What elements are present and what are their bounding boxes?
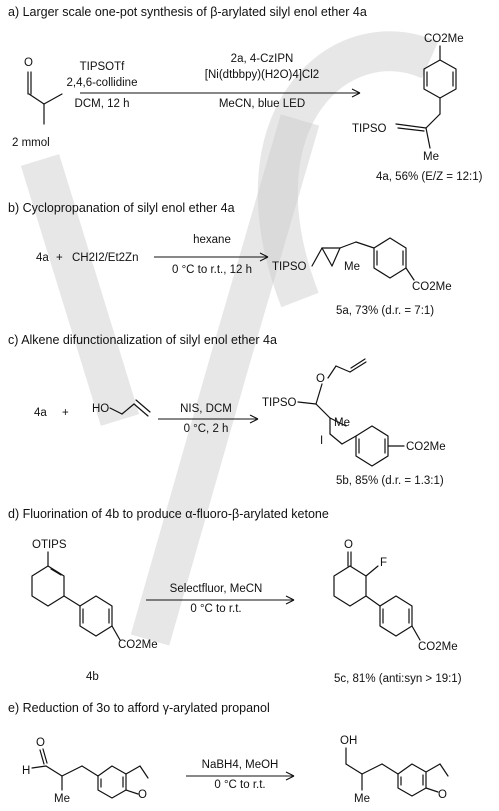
reagent-ch2i2: CH2I2/Et2Zn (72, 252, 138, 264)
co2me-4b: CO2Me (118, 639, 158, 651)
section-e: e) Reduction of 3o to afford γ-arylated … (8, 701, 449, 805)
plus-c: + (62, 407, 69, 419)
section-a-header: a) Larger scale one-pot synthesis of β-a… (8, 5, 367, 19)
co2me-5b: CO2Me (406, 441, 446, 453)
cond-a-2: 2,4,6-collidine (67, 77, 138, 89)
cond-e-top: NaBH4, MeOH (202, 759, 279, 771)
section-b: b) Cyclopropanation of silyl enol ether … (8, 201, 452, 317)
h-aldehyde-3o: H (22, 765, 30, 777)
arrow-b (154, 252, 269, 262)
silyl-enol-ether-4b-structure: OTIPS CO2Me (31, 539, 158, 651)
arrow-c (158, 414, 259, 424)
aldehyde-oxygen: O (24, 57, 33, 69)
tipso-5b: TIPSO (262, 397, 297, 409)
product-4a-label: 4a, 56% (E/Z = 12:1) (376, 171, 483, 183)
propanol-product-structure: OH Me O (340, 735, 449, 805)
o-ketone-5c: O (344, 539, 353, 551)
section-b-header: b) Cyclopropanation of silyl enol ether … (8, 201, 235, 215)
tipso-4a: TIPSO (352, 123, 387, 135)
arrow-d (146, 595, 295, 605)
iodine-5b: I (320, 435, 323, 447)
cond-d-bottom: 0 °C to r.t. (190, 603, 241, 615)
cond-c-bottom: 0 °C, 2 h (184, 423, 229, 435)
section-c-header: c) Alkene difunctionalization of silyl e… (8, 333, 277, 347)
reactant-4a-b: 4a (36, 252, 49, 264)
cond-a-4: 2a, 4-CzIPN (231, 53, 294, 65)
arrow-a (80, 88, 361, 98)
o-furan-3o: O (138, 789, 147, 801)
o-aldehyde-3o: O (36, 737, 45, 749)
fluorine-5c: F (380, 557, 387, 569)
reactant-4a-c: 4a (34, 407, 47, 419)
cond-c-top: NIS, DCM (180, 403, 232, 415)
allyl-alcohol-structure: HO (92, 399, 151, 417)
section-d-header: d) Fluorination of 4b to produce α-fluor… (8, 507, 329, 521)
section-e-header: e) Reduction of 3o to afford γ-arylated … (8, 701, 270, 715)
me-4a: Me (423, 151, 439, 163)
otips-4b: OTIPS (32, 539, 67, 551)
section-a: a) Larger scale one-pot synthesis of β-a… (8, 5, 483, 183)
cond-a-1: TIPSOTf (80, 61, 126, 73)
plus-b: + (56, 252, 63, 264)
cond-b-top: hexane (193, 234, 231, 246)
co2me-5c: CO2Me (418, 641, 458, 653)
cond-b-bottom: 0 °C to r.t., 12 h (172, 264, 252, 276)
tipso-5a: TIPSO (272, 261, 307, 273)
cond-a-6: MeCN, blue LED (219, 98, 305, 110)
ho-allyl: HO (92, 403, 109, 415)
product-4a-structure: CO2Me TIPSO Me (352, 33, 464, 163)
product-5a-structure: TIPSO Me CO2Me (272, 237, 452, 293)
oh-product-e: OH (340, 735, 357, 747)
product-5b-label: 5b, 85% (d.r. = 1.3:1) (336, 475, 444, 487)
cond-d-top: Selectfluor, MeCN (170, 583, 263, 595)
product-5c-label: 5c, 81% (anti:syn > 19:1) (334, 673, 462, 685)
product-5a-label: 5a, 73% (d.r. = 7:1) (336, 305, 434, 317)
amount-label: 2 mmol (12, 137, 50, 149)
me-product-e: Me (354, 793, 370, 805)
cond-a-3: DCM, 12 h (75, 98, 130, 110)
me-3o: Me (54, 793, 70, 805)
aldehyde-3o-structure: O H Me O (22, 737, 149, 805)
o-furan-product-e: O (438, 789, 447, 801)
product-5b-structure: TIPSO O Me I CO2Me (262, 358, 446, 467)
cond-a-5: [Ni(dtbbpy)(H2O)4]Cl2 (205, 69, 319, 81)
co2me-4a: CO2Me (424, 33, 464, 45)
section-d: d) Fluorination of 4b to produce α-fluor… (8, 507, 462, 685)
product-5c-structure: O F CO2Me (333, 539, 458, 653)
reactant-4b-label: 4b (86, 671, 99, 683)
me-5b: Me (334, 417, 350, 429)
o-ether-5b: O (316, 373, 325, 385)
co2me-5a: CO2Me (412, 281, 452, 293)
me-5a: Me (344, 261, 360, 273)
cond-e-bottom: 0 °C to r.t. (214, 779, 265, 791)
section-c: c) Alkene difunctionalization of silyl e… (8, 333, 446, 487)
isobutyraldehyde-structure: O (24, 57, 63, 125)
watermark (20, 31, 439, 646)
arrow-e (186, 771, 295, 781)
